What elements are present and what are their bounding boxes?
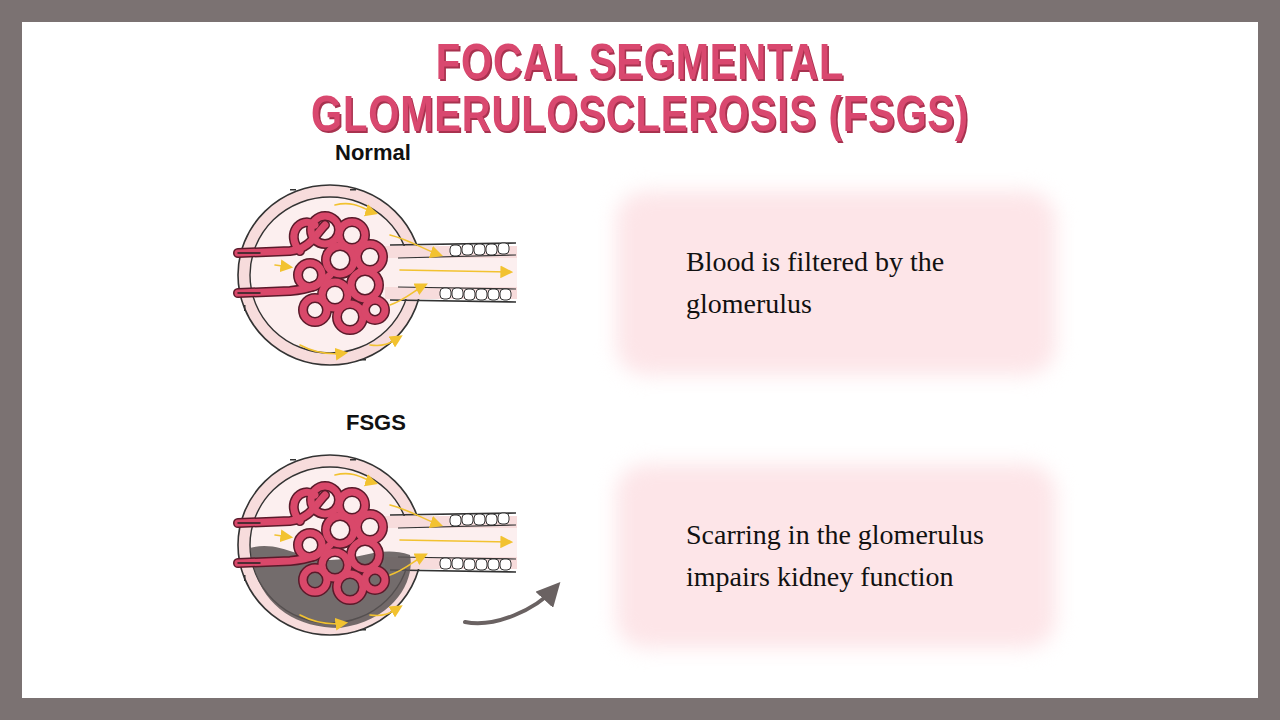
description-text: Blood is filtered by the glomerulus <box>686 241 986 325</box>
pink-patch <box>616 191 1056 375</box>
pink-patch <box>616 464 1056 648</box>
text-patch: Blood is filtered by the glomerulus <box>616 191 1056 375</box>
panel-label: FSGS <box>346 410 406 436</box>
text-patch: Scarring in the glomerulus impairs kidne… <box>616 464 1056 648</box>
title-text: FOCAL SEGMENTAL GLOMERULOSCLEROSIS (FSGS… <box>240 36 1040 140</box>
description-text: Scarring in the glomerulus impairs kidne… <box>686 514 986 598</box>
panel-label: Normal <box>335 140 411 166</box>
